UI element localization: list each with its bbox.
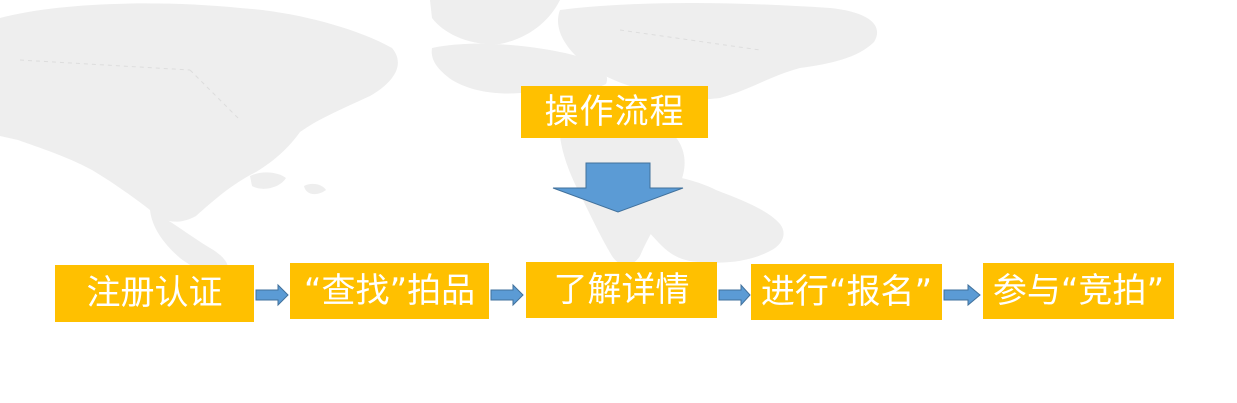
step-view-details: 了解详情 (526, 262, 717, 318)
step-search-item: “查找”拍品 (290, 263, 489, 319)
step-register: 注册认证 (55, 265, 254, 322)
step-bid: 参与“竞拍” (983, 263, 1174, 319)
flow-title: 操作流程 (521, 86, 708, 138)
step-sign-up: 进行“报名” (751, 264, 942, 320)
